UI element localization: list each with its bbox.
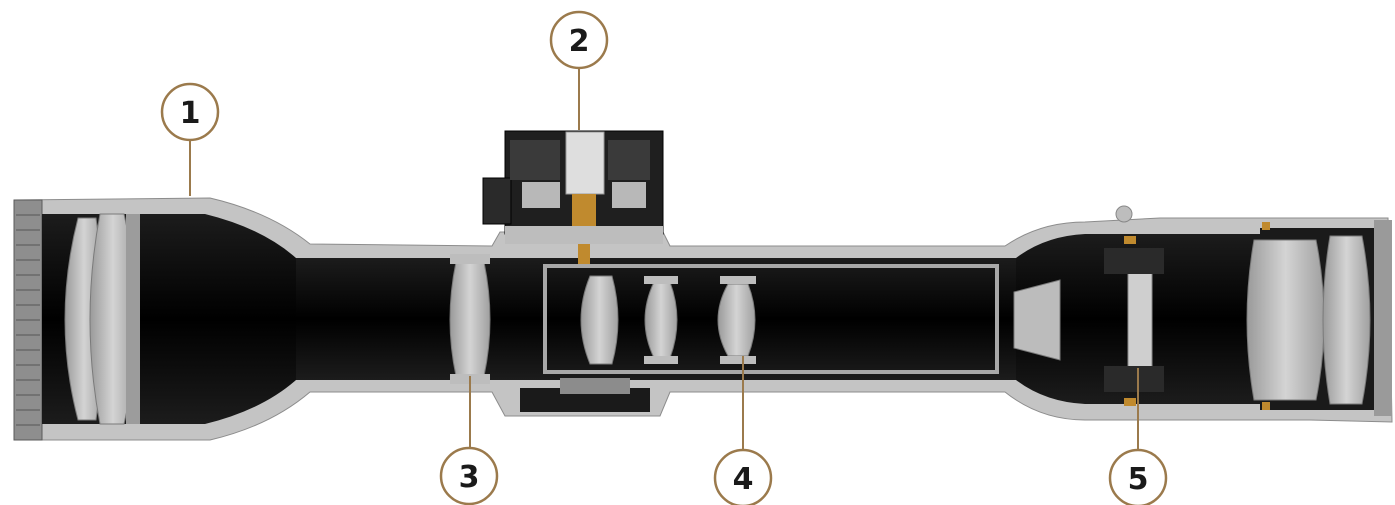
eyepiece-brass-top [1262,222,1270,230]
callout-5-label: 5 [1128,462,1149,497]
ocular-brass-pin-bottom [1124,398,1136,406]
field-lens [449,261,491,377]
diopter-knob [1115,205,1133,223]
reticle-mount-top [1104,248,1164,274]
turret-side-cap [482,177,512,225]
turret-top-detail [510,140,560,180]
callout-1: 1 [160,82,220,142]
zoom-lens-mount-bottom [720,356,756,364]
turret-top-detail-2 [608,140,650,180]
field-lens-mount-top [450,254,490,264]
turret-base [505,226,663,244]
callout-2-label: 2 [569,24,590,59]
ocular-lens-holder [1013,279,1061,361]
turret-spring-right [612,182,646,208]
erector-lens-1 [580,275,619,365]
callout-3-label: 3 [459,460,480,495]
turret-spring-left [522,182,560,208]
erector-tube [543,264,999,374]
erector-lens-2 [644,281,678,359]
eyepiece-lens-1 [1246,239,1325,401]
objective-rim-knurl [16,214,40,426]
callout-3: 3 [439,446,499,505]
eyepiece-lens-2 [1322,235,1371,405]
ocular-brass-pin-top [1124,236,1136,244]
turret-center-post [565,131,605,195]
callout-1-label: 1 [180,96,201,131]
callout-4: 4 [713,448,773,505]
zoom-lens-mount-2-bottom [644,356,678,364]
zoom-lens-mount-top [720,276,756,284]
callout-5: 5 [1108,448,1168,505]
zoom-lens-mount-2-top [644,276,678,284]
zoom-lens [717,283,756,357]
turret-brass-screw [572,194,596,230]
reticle-plate [1127,271,1153,369]
callout-2: 2 [549,10,609,70]
eyepiece-rim [1374,220,1392,416]
eyepiece-brass-bottom [1262,402,1270,410]
reticle-mount-bottom [1104,366,1164,392]
objective-spacer [126,214,140,424]
callout-4-label: 4 [733,462,754,497]
saddle-bottom-inner [560,378,630,394]
